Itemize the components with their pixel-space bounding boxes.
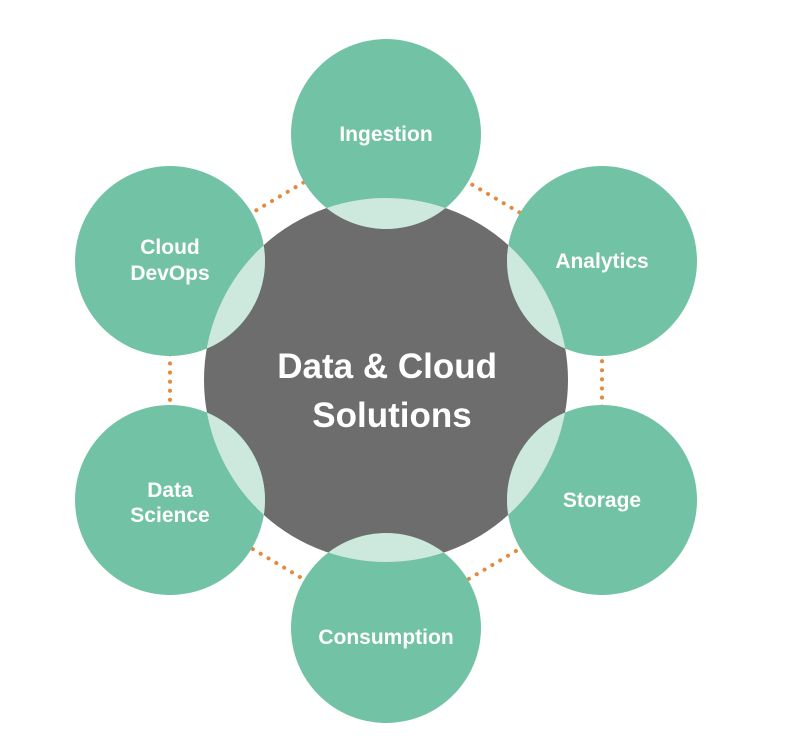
consumption-circle [291, 533, 481, 723]
center-hub-label-line-1: Data & Cloud [277, 347, 497, 386]
ingestion-label-line-1: Ingestion [339, 123, 432, 146]
center-hub-label: Data & Cloud Solutions [277, 347, 506, 435]
center-hub-label-line-2: Solutions [312, 396, 471, 435]
analytics-circle [507, 166, 697, 356]
cloud-devops-label-line-1: Cloud [140, 236, 199, 259]
analytics-label-line-1: Analytics [555, 250, 648, 273]
storage-label: Storage [563, 489, 641, 512]
consumption-label: Consumption [318, 626, 453, 649]
analytics-label: Analytics [555, 250, 648, 273]
cloud-devops-circle [75, 166, 265, 356]
data-science-circle [75, 405, 265, 595]
consumption-label-line-1: Consumption [318, 626, 453, 649]
data-science-label-line-1: Data [147, 479, 193, 502]
cloud-devops-label-line-2: DevOps [130, 262, 209, 285]
ingestion-circle [291, 39, 481, 229]
satellite-circles [75, 39, 697, 723]
storage-circle [507, 405, 697, 595]
ingestion-label: Ingestion [339, 123, 432, 146]
storage-label-line-1: Storage [563, 489, 641, 512]
center-hub-circle [204, 198, 568, 562]
data-science-label-line-2: Science [130, 504, 209, 527]
